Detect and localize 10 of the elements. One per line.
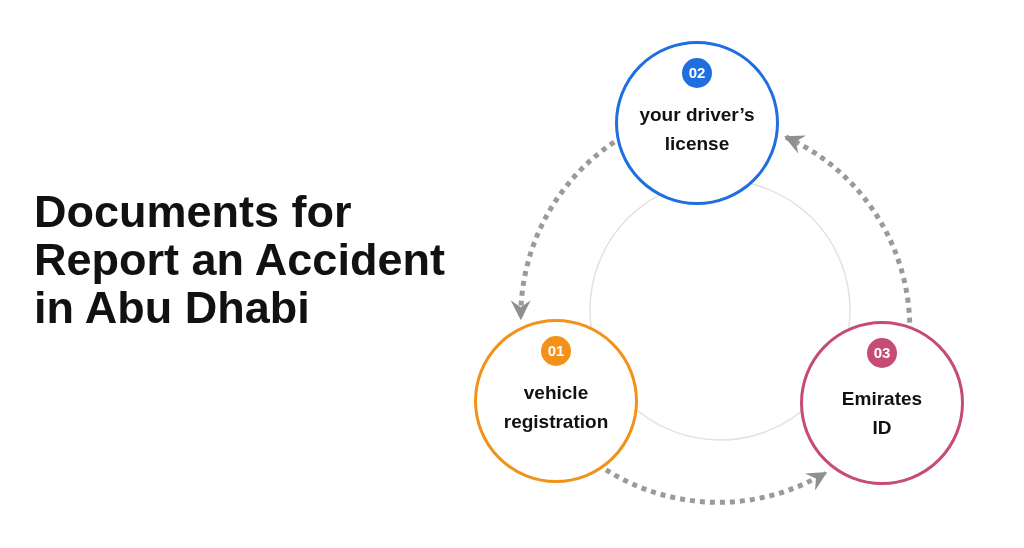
step-number-badge: 02 xyxy=(682,58,712,88)
step-label: Emirates ID xyxy=(840,387,924,440)
step-label: vehicle registration xyxy=(502,381,610,434)
dotted-arrow xyxy=(604,467,828,505)
step-number-badge: 03 xyxy=(867,338,897,368)
step-label: your driver’s license xyxy=(638,103,756,156)
diagram-title: Documents for Report an Accident in Abu Dhabi xyxy=(34,188,446,332)
dotted-arrow xyxy=(511,140,616,321)
step-number-badge: 01 xyxy=(541,336,571,366)
dotted-arrow xyxy=(784,134,913,323)
